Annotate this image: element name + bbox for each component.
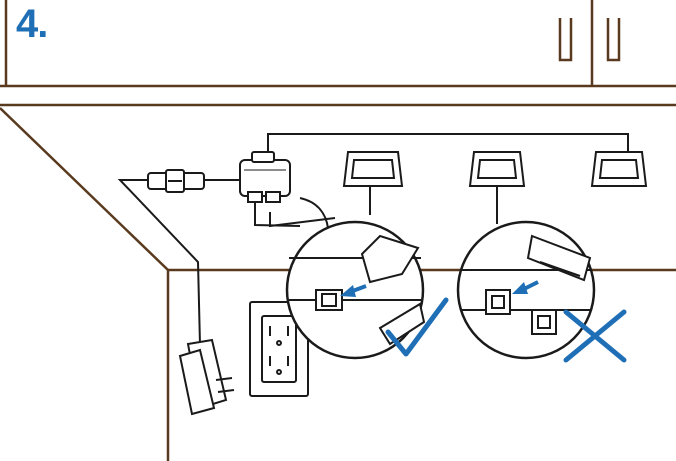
power-hub <box>239 151 291 203</box>
x-mark-icon <box>563 309 627 363</box>
zoom-detail-correct <box>285 197 426 360</box>
checkmark-icon <box>385 297 449 357</box>
puck-light-3 <box>590 151 648 187</box>
step-number: 4. <box>16 2 48 46</box>
inline-switch <box>147 169 205 193</box>
wall-outlet <box>249 301 309 397</box>
cabinet-handles <box>558 18 621 62</box>
zoom-detail-incorrect <box>456 220 596 360</box>
power-adapter <box>178 338 235 416</box>
cable-wiring <box>117 133 629 346</box>
puck-light-2 <box>468 151 526 187</box>
puck-light-1 <box>342 151 404 187</box>
